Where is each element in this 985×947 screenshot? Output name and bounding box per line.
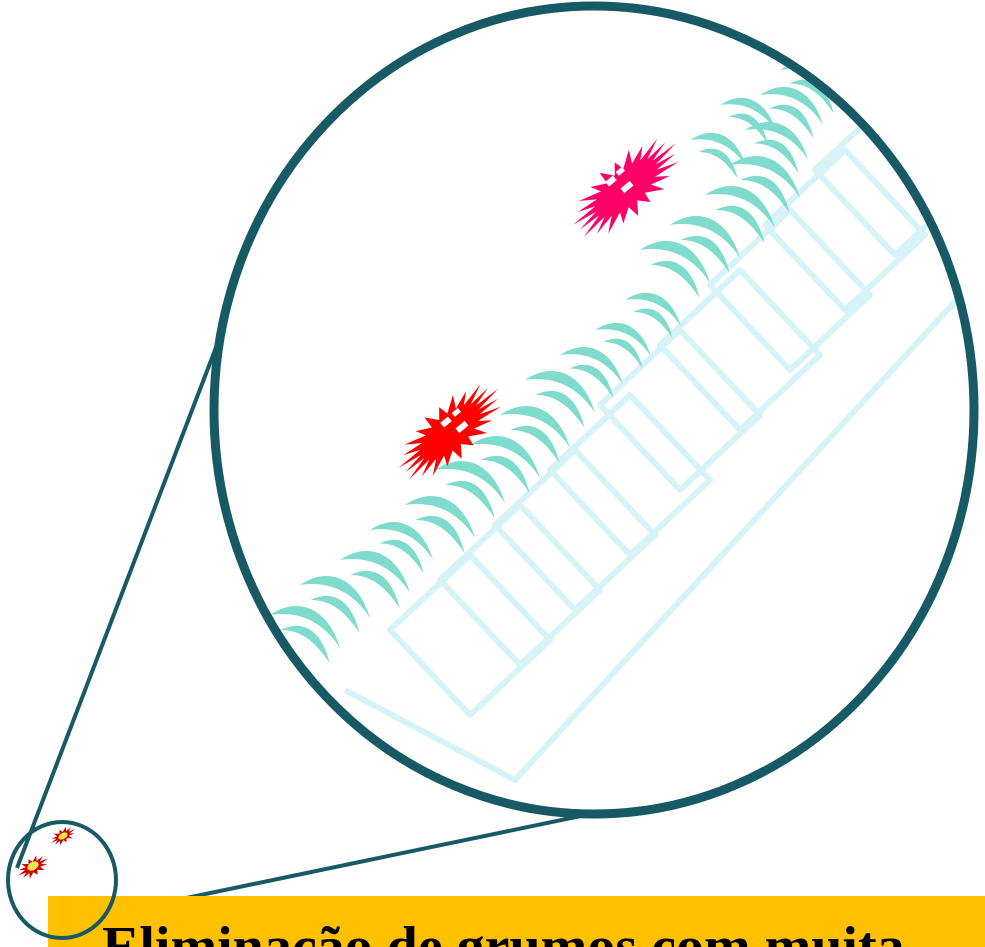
grass-blade <box>350 570 400 608</box>
caption-bar: Eliminação de grumos com muita <box>48 896 985 947</box>
grass-tuft <box>690 132 746 167</box>
soil-step <box>812 92 974 258</box>
grass-tuft <box>730 156 800 198</box>
soil-step <box>707 207 873 373</box>
grass-blade <box>650 260 700 298</box>
caption-text: Eliminação de grumos com muita <box>102 916 905 947</box>
grass-blade <box>379 539 424 574</box>
grass-tuft <box>670 216 740 258</box>
grass-tuft <box>270 606 340 648</box>
grass-blade <box>535 390 585 428</box>
soil-step <box>547 392 713 558</box>
soil-step <box>597 327 763 493</box>
grass-tuft <box>300 576 370 618</box>
grass-blade <box>740 175 790 213</box>
grass-blade <box>510 425 560 463</box>
magenta-weed-marks <box>605 166 634 194</box>
grass-tuft <box>340 551 410 593</box>
soil-steps <box>343 92 974 783</box>
grass-blade <box>715 205 765 243</box>
grass-blade <box>728 113 768 144</box>
grass-blade <box>280 625 330 663</box>
grass-blade <box>415 515 465 553</box>
grass-tufts <box>270 61 843 663</box>
grass-tuft <box>705 186 775 228</box>
grass-blade <box>569 364 614 399</box>
grass-blade <box>445 480 495 518</box>
grass-tuft <box>625 292 681 327</box>
grass-tuft <box>595 322 651 357</box>
magnifier-large-ring <box>209 1 979 819</box>
grass-blade <box>789 79 834 114</box>
soil-step <box>437 502 603 668</box>
grass-tuft <box>370 521 433 560</box>
red-weed-cluster <box>398 384 501 480</box>
grass-tuft <box>500 406 570 448</box>
grass-tuft <box>640 241 710 283</box>
grass-tuft <box>760 86 823 125</box>
soil-step <box>387 552 553 718</box>
grass-tuft <box>560 346 623 385</box>
grass-tuft <box>745 121 808 160</box>
grass-blade <box>603 338 643 369</box>
grass-tuft <box>405 496 475 538</box>
callout-line-top <box>15 336 222 869</box>
grass-blade <box>633 308 673 339</box>
grass-blade <box>680 235 730 273</box>
magnified-view <box>270 61 974 783</box>
grass-tuft <box>525 371 595 413</box>
grass-blade <box>310 595 360 633</box>
grass-tuft <box>435 461 505 503</box>
grass-blade <box>754 139 799 174</box>
grass-blade <box>480 455 530 493</box>
grass-tuft <box>470 436 540 478</box>
grass-blade <box>769 104 814 139</box>
soil-step <box>657 267 823 433</box>
red-weed-marks <box>440 407 469 434</box>
grass-tuft <box>720 97 776 132</box>
grass-blade <box>698 148 738 179</box>
soil-base-line <box>343 277 974 783</box>
